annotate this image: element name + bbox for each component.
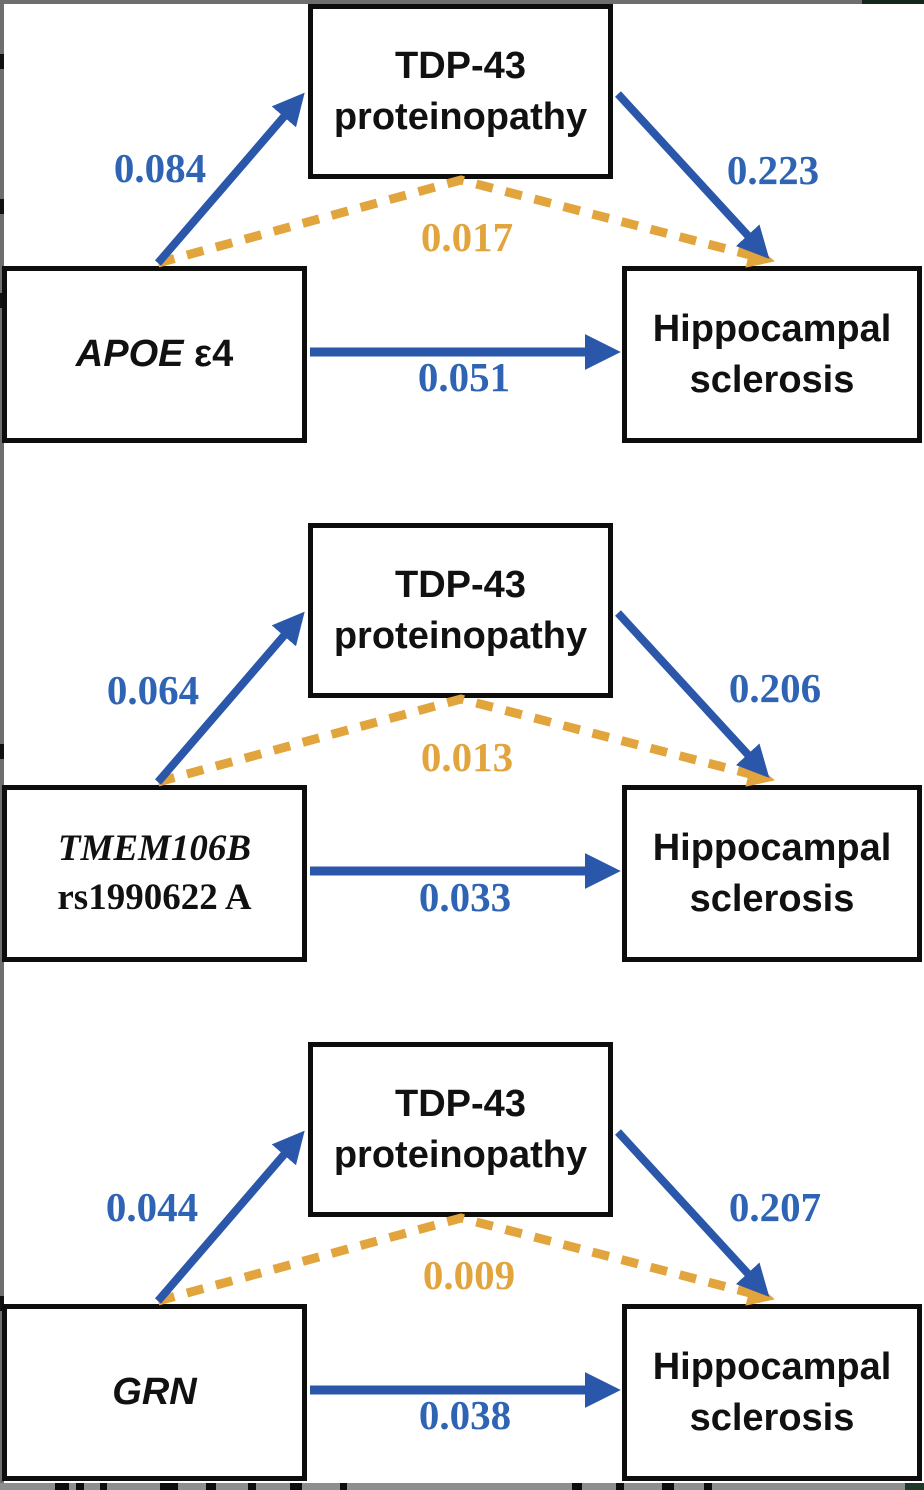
coef-direct-effect: 0.051 (417, 354, 511, 400)
cropped-glyph-fragment (0, 1296, 4, 1311)
outcome-label-line1: Hippocampal (652, 308, 892, 351)
mediator-label-line2: proteinopathy (333, 95, 588, 138)
cropped-corner-artifact (905, 1483, 924, 1490)
outcome-label-line1: Hippocampal (652, 827, 892, 870)
exposure-label: TMEM106B (58, 825, 251, 874)
mediator-label-line1: TDP-43 (395, 564, 526, 607)
cropped-glyph-fragment (206, 1483, 216, 1490)
exposure-gene-name: APOE (75, 333, 184, 376)
outcome-label-line2: sclerosis (689, 877, 855, 920)
cropped-glyph-fragment (616, 1483, 624, 1490)
cropped-glyph-fragment (704, 1483, 712, 1490)
coef-mediator-to-outcome: 0.223 (726, 147, 820, 193)
outcome-box: Hippocampal sclerosis (622, 266, 922, 443)
cropped-glyph-fragment (662, 1483, 674, 1490)
exposure-box: TMEM106B rs1990622 A (2, 785, 307, 962)
cropped-glyph-fragment (76, 1483, 84, 1490)
mediator-label-line1: TDP-43 (395, 1083, 526, 1126)
outcome-box: Hippocampal sclerosis (622, 1304, 922, 1481)
outcome-label-line2: sclerosis (689, 1396, 855, 1439)
exposure-gene-name: TMEM106B (57, 827, 252, 869)
exposure-label: APOE ε4 (76, 329, 233, 379)
mediator-box: TDP-43 proteinopathy (308, 523, 613, 698)
mediator-label-line2: proteinopathy (333, 1133, 588, 1176)
outcome-label-line1: Hippocampal (652, 1346, 892, 1389)
coef-mediator-to-outcome: 0.206 (728, 665, 822, 711)
mediator-box: TDP-43 proteinopathy (308, 1042, 613, 1217)
exposure-label-line2: rs1990622 A (57, 876, 252, 918)
cropped-glyph-fragment (248, 1483, 256, 1490)
cropped-top-edge (0, 0, 924, 4)
exposure-box: APOE ε4 (2, 266, 307, 443)
coef-mediator-to-outcome: 0.207 (728, 1184, 822, 1230)
coef-exposure-to-mediator: 0.084 (113, 145, 207, 191)
exposure-box: GRN (2, 1304, 307, 1481)
exposure-gene-name: GRN (112, 1371, 197, 1414)
cropped-glyph-fragment (572, 1483, 582, 1490)
mediator-label-line2: proteinopathy (333, 614, 588, 657)
cropped-glyph-fragment (160, 1483, 178, 1490)
cropped-glyph-fragment (100, 1483, 107, 1490)
cropped-glyph-fragment (0, 199, 4, 214)
coef-indirect-effect: 0.009 (422, 1252, 516, 1298)
cropped-top-edge-green (862, 0, 924, 4)
outcome-label-line2: sclerosis (689, 358, 855, 401)
coef-direct-effect: 0.038 (418, 1392, 512, 1438)
cropped-caption-fragments (0, 1483, 924, 1490)
coef-indirect-effect: 0.017 (420, 214, 514, 260)
coef-indirect-effect: 0.013 (420, 734, 514, 780)
exposure-label: GRN (112, 1367, 196, 1417)
coef-exposure-to-mediator: 0.064 (106, 667, 200, 713)
outcome-box: Hippocampal sclerosis (622, 785, 922, 962)
cropped-glyph-fragment (290, 1483, 302, 1490)
mediator-label-line1: TDP-43 (395, 45, 526, 88)
coef-exposure-to-mediator: 0.044 (105, 1184, 199, 1230)
cropped-glyph-fragment (0, 744, 4, 759)
cropped-left-edge (0, 4, 4, 1483)
cropped-glyph-fragment (0, 54, 4, 69)
exposure-allele: ε4 (183, 333, 234, 376)
cropped-glyph-fragment (340, 1483, 347, 1490)
coef-direct-effect: 0.033 (418, 874, 512, 920)
cropped-glyph-fragment (55, 1483, 69, 1490)
mediator-box: TDP-43 proteinopathy (308, 4, 613, 179)
